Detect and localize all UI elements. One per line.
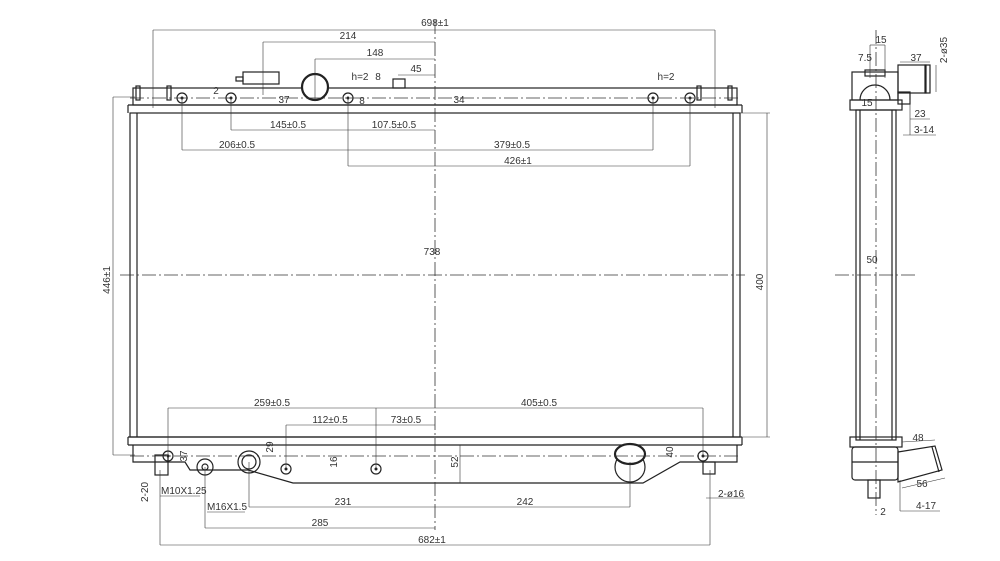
side-dim-23: 23 — [914, 109, 926, 120]
dim-242: 242 — [517, 497, 534, 508]
side-dim-7-5: 7.5 — [858, 53, 872, 64]
dim-426: 426±1 — [504, 156, 532, 167]
dim-overall-height: 446±1 — [102, 266, 113, 294]
dim-285: 285 — [312, 518, 329, 529]
dim-29: 29 — [265, 441, 276, 453]
dim-145: 145±0.5 — [270, 120, 307, 131]
side-dim-3-14: 3-14 — [914, 125, 934, 136]
dim-206: 206±0.5 — [219, 140, 256, 151]
dim-core-width: 738 — [424, 247, 441, 258]
side-dim-15-top: 15 — [875, 35, 887, 46]
side-bottom-tank — [851, 446, 899, 481]
label-pin-2-d16: 2-ø16 — [718, 489, 745, 500]
dim-73: 73±0.5 — [391, 415, 422, 426]
filler-neck — [242, 71, 280, 85]
dim-core-height: 400 — [755, 273, 766, 290]
side-dim-48: 48 — [912, 433, 924, 444]
dim-405: 405±0.5 — [521, 398, 558, 409]
dim-379: 379±0.5 — [494, 140, 531, 151]
side-dim-2-d35: 2-ø35 — [939, 37, 950, 64]
front-view: 698±1 214 148 45 h=2 h=2 8 8 2 37 34 145… — [102, 18, 770, 546]
dim-16: 16 — [329, 456, 340, 468]
dimension-lines — [112, 29, 770, 546]
dim-40: 40 — [665, 446, 676, 458]
label-thread-m16: M16X1.5 — [207, 502, 247, 513]
label-pin-2-20: 2-20 — [140, 482, 151, 502]
dim-8a: 8 — [375, 72, 381, 83]
dim-107-5: 107.5±0.5 — [372, 120, 417, 131]
dim-8b: 8 — [359, 96, 365, 107]
dim-h-right: h=2 — [658, 72, 675, 83]
label-thread-m10: M10X1.25 — [161, 486, 207, 497]
dim-2: 2 — [213, 86, 219, 97]
dim-h-left: h=2 — [352, 72, 369, 83]
side-dim-4-17: 4-17 — [916, 501, 936, 512]
dim-231: 231 — [335, 497, 352, 508]
dim-37-top: 37 — [278, 95, 290, 106]
side-dim-37: 37 — [910, 53, 922, 64]
dim-37-bottom: 37 — [179, 450, 190, 462]
dim-148: 148 — [367, 48, 384, 59]
dim-259: 259±0.5 — [254, 398, 291, 409]
side-outlet-pipe — [897, 445, 943, 483]
dim-112: 112±0.5 — [312, 415, 348, 426]
dim-34: 34 — [453, 95, 465, 106]
dim-52: 52 — [450, 456, 461, 468]
dim-bottom-width: 682±1 — [418, 535, 446, 546]
side-dim-2: 2 — [880, 507, 886, 518]
side-inlet-pipe — [897, 64, 927, 94]
dim-45: 45 — [410, 64, 422, 75]
side-dim-56: 56 — [916, 479, 928, 490]
side-dim-15: 15 — [861, 98, 873, 109]
dim-214: 214 — [340, 31, 357, 42]
side-dim-core-depth: 50 — [866, 255, 878, 266]
side-view: 15 7.5 37 2-ø35 15 23 3-14 50 48 56 4-17… — [835, 30, 950, 518]
dim-overall-width: 698±1 — [421, 18, 449, 29]
